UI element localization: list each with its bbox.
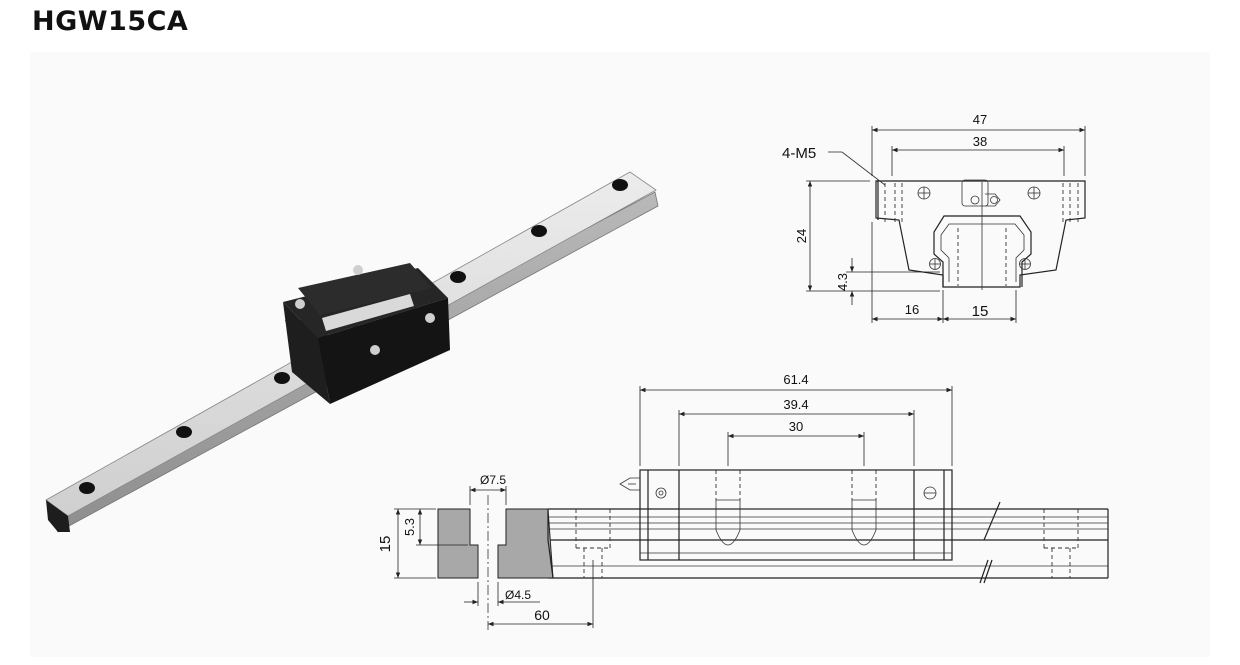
block-bolt [370,345,380,355]
end-cap-screw-center [658,490,664,496]
dim-height: 24 [794,229,809,243]
rail-hole [531,225,547,237]
break-mark [983,559,993,584]
rail-section-fill [437,508,479,579]
dim-rail-height: 15 [377,536,394,553]
block-bolt [425,313,435,323]
block-bolt [295,299,305,309]
retainer-left [715,499,741,546]
dim-block-length: 61.4 [783,372,808,387]
dim-body-length: 39.4 [783,397,808,412]
rail-profile [933,215,1032,287]
rail-mounting-holes [79,179,628,494]
rail-hidden-hole [1043,509,1079,578]
screw-head-right [1027,186,1041,200]
rail-hole [612,179,628,191]
rail-section-fill [497,508,554,579]
screw-head-left [917,186,931,200]
block-raised-top [298,263,432,315]
rail-hole [274,372,290,384]
side-view: 61.4 39.4 30 [548,372,1109,584]
block-outline [875,180,1086,288]
dim-counterbore-dia: Ø7.5 [480,473,506,487]
rail-hole [176,426,192,438]
drawing-panel [30,52,1210,657]
screw-head-bottom-right [1019,258,1031,270]
side-block-outline [639,469,953,561]
dim-width-inner: 38 [973,134,987,149]
rail-hole [450,271,466,283]
dim-counterbore-depth: 5.3 [402,518,417,536]
dim-width-outer: 47 [973,112,987,127]
rail-cross-section: Ø7.5 5.3 15 Ø4.5 60 [377,473,594,630]
break-mark [983,501,1001,541]
block-bolt [353,265,363,275]
block-end-face [283,302,330,404]
rail-hidden-hole [575,509,611,578]
screw-head-bottom-left [929,258,941,270]
front-view: 4-M5 47 38 24 4.3 16 15 [782,112,1086,323]
product-title: HGW15CA [32,6,189,37]
block-side-face [318,298,450,404]
retainer-right [851,499,877,546]
section-break [547,509,554,579]
carriage-block [283,263,450,404]
dim-rail-width: 15 [972,303,989,320]
rail-profile-inner [940,223,1025,282]
rail-end-face [46,500,70,532]
dim-hole-spacing: 30 [789,419,803,434]
block-label-plate [322,294,414,331]
callout-leader [841,151,886,186]
dim-rail-offset: 4.3 [835,273,850,291]
rail-hole [79,482,95,494]
callout-4-m5: 4-M5 [782,145,816,162]
grease-nipple [961,179,1001,207]
grease-nipple-side [619,477,640,491]
end-cap-screw [655,487,667,499]
dim-hole-dia: Ø4.5 [505,588,531,602]
break-mark [979,559,989,584]
dim-left-offset: 16 [905,302,919,317]
dim-pitch: 60 [534,607,550,623]
product-illustration [45,171,659,533]
